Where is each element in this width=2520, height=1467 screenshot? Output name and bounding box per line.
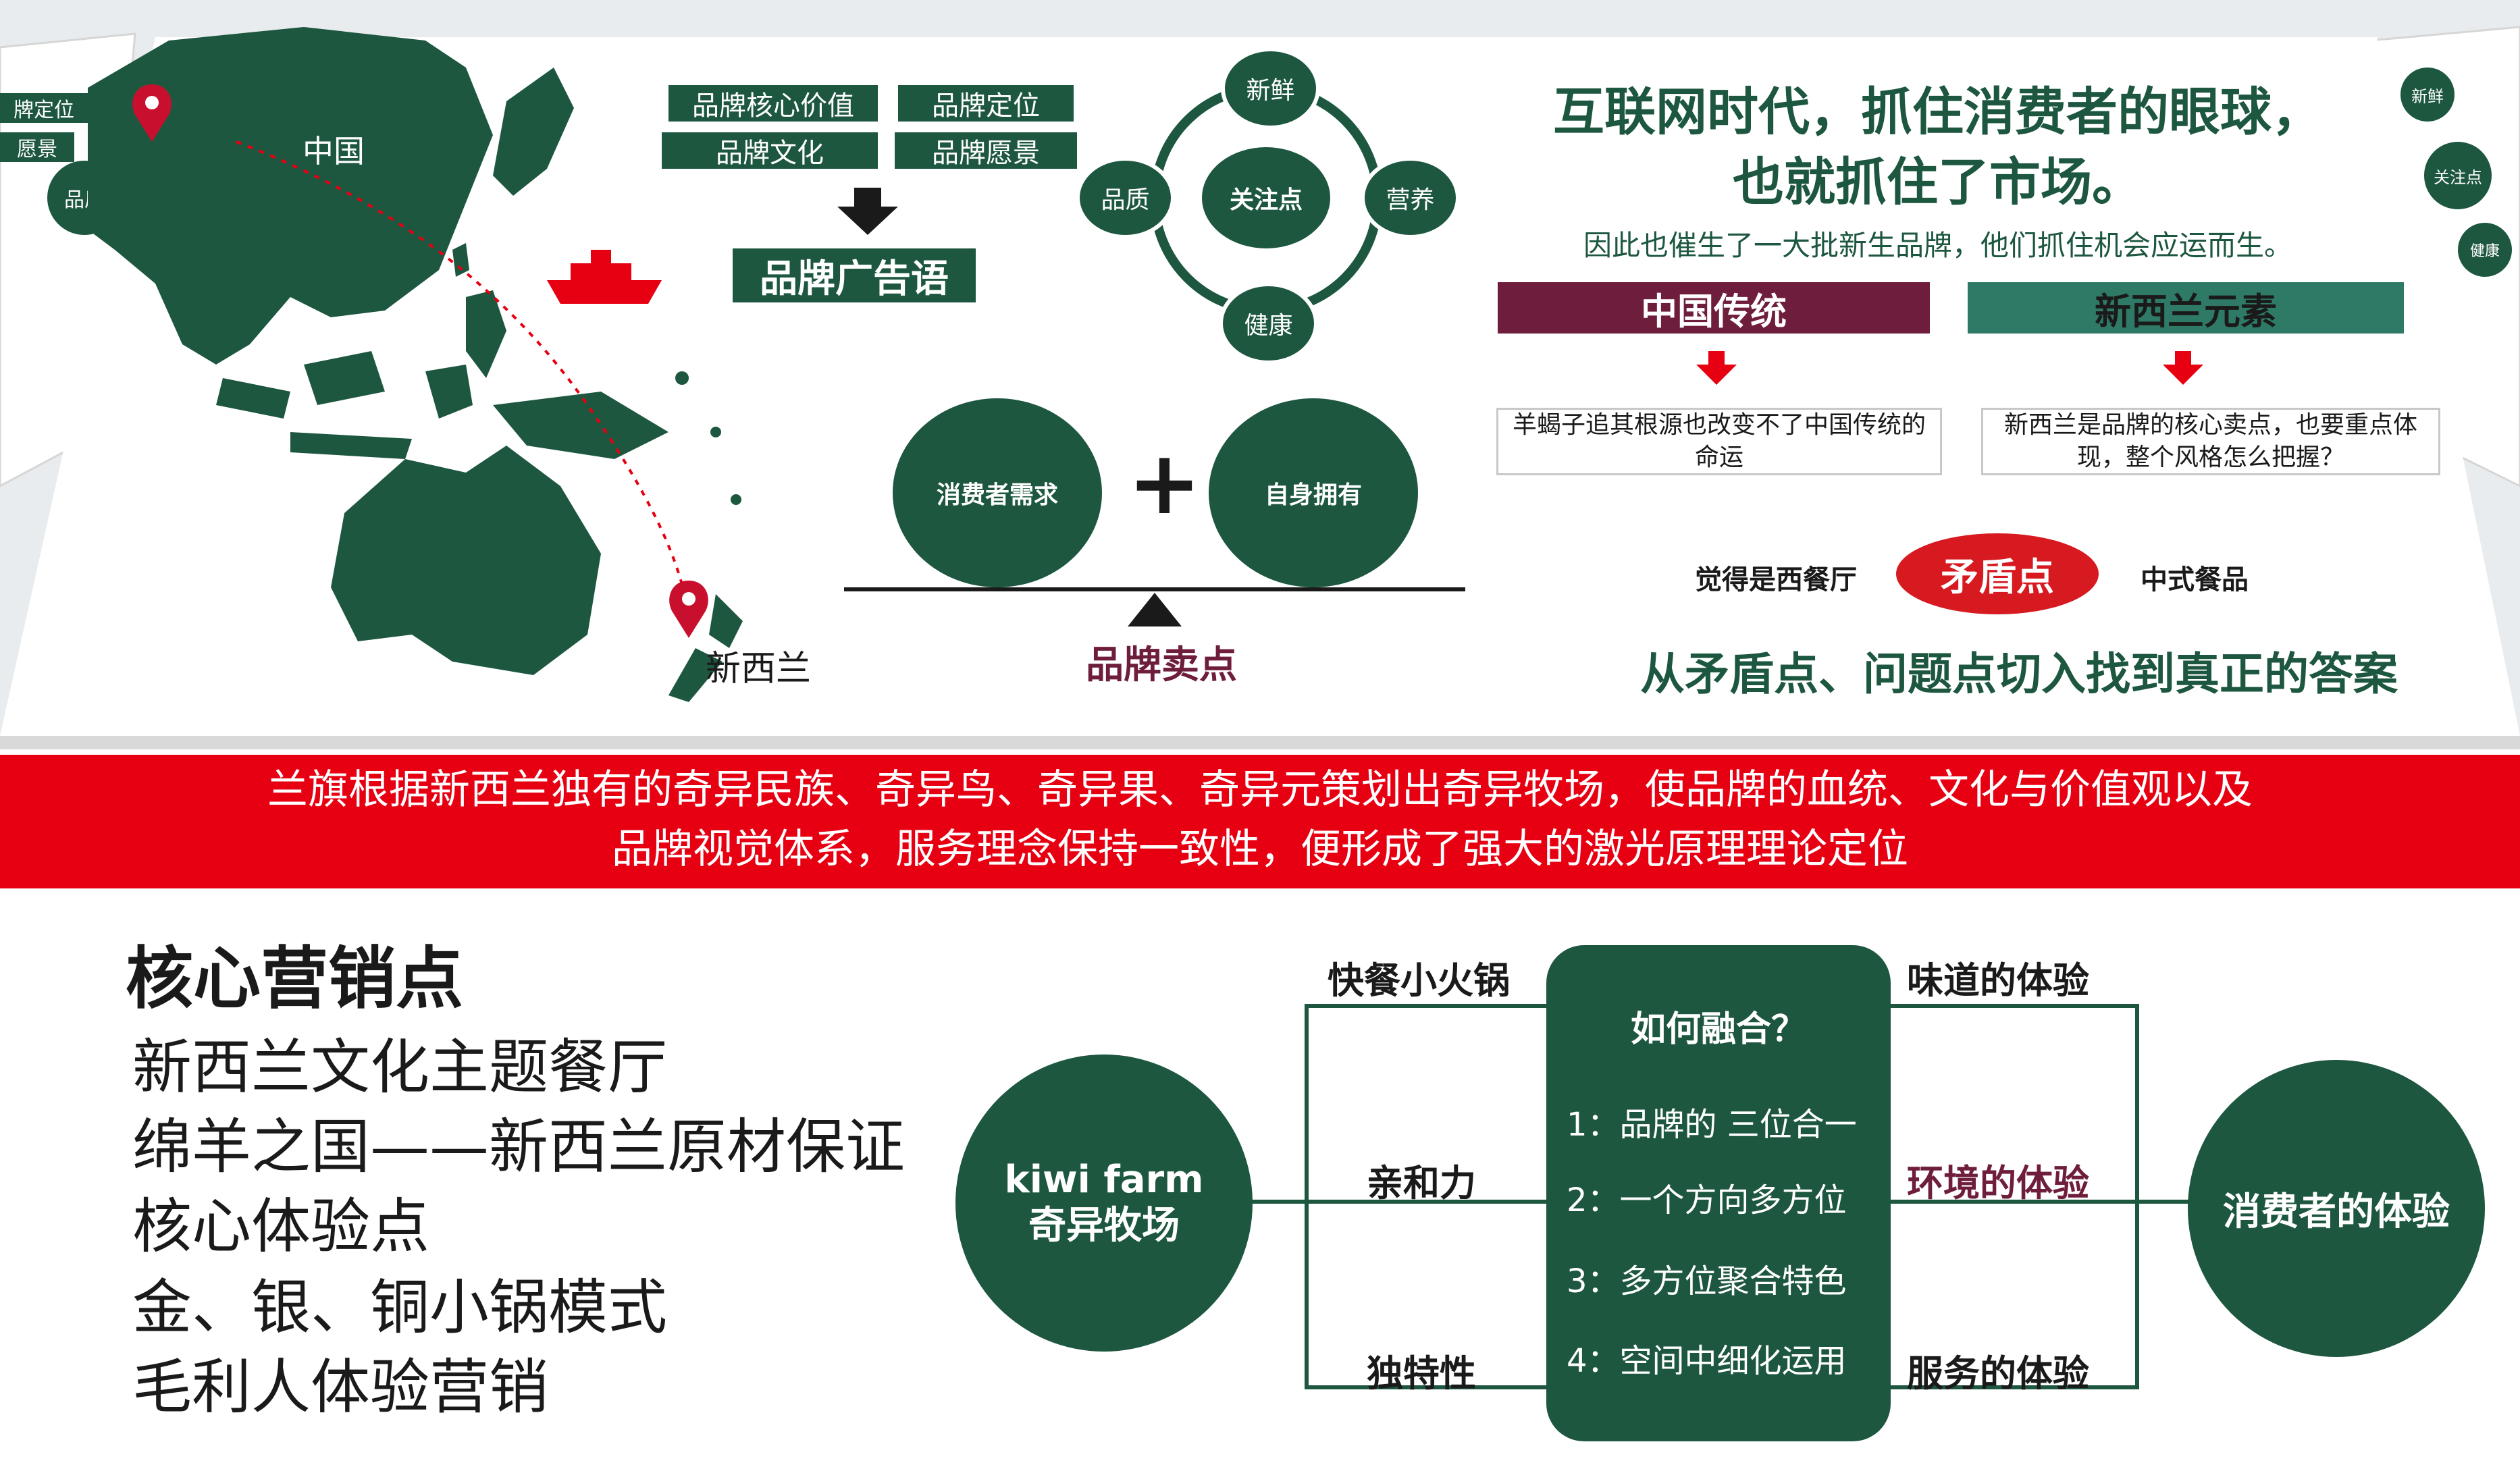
focus-center-circle: 关注点	[1202, 147, 1330, 248]
nz-pin-icon	[669, 581, 708, 638]
banner-line1: 兰旗根据新西兰独有的奇异民族、奇异鸟、奇异果、奇异元策划出奇异牧场，使品牌的血统…	[267, 766, 2253, 813]
balance-plus-sign: +	[1128, 431, 1201, 534]
fusion-item-3: 3：多方位聚合特色	[1567, 1262, 1847, 1300]
fusion-item-2: 2：一个方向多方位	[1567, 1181, 1847, 1219]
focus-right-circle: 营养	[1361, 157, 1460, 239]
side-left-label-a: 牌定位	[0, 93, 88, 123]
brand-vision-box: 品牌愿景	[895, 132, 1077, 169]
consumer-experience-circle: 消费者的体验	[2188, 1060, 2485, 1357]
focus-bottom-circle: 健康	[1219, 282, 1318, 365]
fusion-center-panel	[1546, 945, 1891, 1441]
contradiction-ellipse: 矛盾点	[1896, 533, 2099, 614]
balance-scale	[844, 587, 1465, 626]
kiwi-farm-circle: kiwi farm 奇异牧场	[955, 1055, 1253, 1352]
china-pin-icon	[132, 84, 172, 142]
china-description-box: 羊蝎子追其根源也改变不了中国传统的命运	[1496, 408, 1942, 475]
nz-description-box: 新西兰是品牌的核心卖点，也要重点体现，整个风格怎么把握？	[1981, 408, 2440, 475]
map-label-china: 中国	[303, 133, 365, 169]
core-item-2: 绵羊之国——新西兰原材保证	[132, 1112, 905, 1181]
fusion-left-bottom: 独特性	[1367, 1352, 1476, 1395]
nz-element-title: 新西兰元素	[1968, 282, 2404, 334]
focus-top-circle: 新鲜	[1221, 47, 1320, 130]
headline-line2: 也就抓住了市场。	[1733, 152, 2143, 212]
contradiction-right: 中式餐品	[2141, 564, 2249, 595]
side-right-circle-a: 新鲜	[2400, 68, 2455, 122]
brand-selling-point-label: 品牌卖点	[1086, 643, 1237, 687]
brand-core-value-box: 品牌核心价值	[668, 85, 878, 122]
china-tradition-title: 中国传统	[1498, 282, 1930, 334]
balance-left-circle: 消费者需求	[893, 398, 1102, 587]
nz-red-arrow-icon	[2163, 351, 2203, 385]
banner-line2: 品牌视觉体系，服务理念保持一致性，便形成了强大的激光原理理论定位	[612, 826, 1908, 873]
fusion-right-top: 味道的体验	[1907, 959, 2089, 1002]
side-right-circle-c: 健康	[2458, 223, 2512, 277]
fusion-center-title: 如何融合？	[1630, 1009, 1806, 1050]
fusion-item-4: 4：空间中细化运用	[1567, 1342, 1847, 1380]
side-left-label-b: 愿景	[0, 132, 74, 162]
down-arrow-icon	[837, 188, 898, 235]
slide-bottom-edge	[0, 736, 2520, 749]
contradiction-left: 觉得是西餐厅	[1695, 564, 1857, 595]
kiwi-farm-name: kiwi farm	[1004, 1158, 1204, 1202]
side-right-circle-b: 关注点	[2424, 142, 2492, 209]
slide-frame	[0, 26, 2520, 749]
china-red-arrow-icon	[1696, 351, 1737, 385]
core-item-1: 新西兰文化主题餐厅	[132, 1032, 668, 1102]
ship-icon	[547, 250, 662, 304]
fusion-item-1: 1：品牌的 三位合一	[1567, 1106, 1857, 1144]
balance-right-circle: 自身拥有	[1209, 398, 1418, 587]
core-item-5: 毛利人体验营销	[132, 1352, 549, 1422]
core-item-4: 金、银、铜小锅模式	[132, 1273, 668, 1342]
headline-line1: 互联网时代，抓住消费者的眼球，	[1553, 82, 2323, 142]
fusion-right-mid: 环境的体验	[1907, 1162, 2089, 1204]
focus-left-circle: 品质	[1076, 157, 1175, 239]
brand-slogan-box: 品牌广告语	[733, 248, 976, 302]
core-item-3: 核心体验点	[132, 1192, 430, 1261]
fusion-right-bottom: 服务的体验	[1907, 1352, 2089, 1395]
answer-statement: 从矛盾点、问题点切入找到真正的答案	[1640, 648, 2398, 700]
kiwi-farm-cn-name: 奇异牧场	[1028, 1204, 1180, 1248]
main-slide	[0, 37, 2520, 736]
headline-sub: 因此也催生了一大批新生品牌，他们抓住机会应运而生。	[1583, 229, 2292, 262]
asia-pacific-map	[88, 27, 743, 702]
red-banner	[0, 755, 2520, 888]
fusion-left-top: 快餐小火锅	[1328, 959, 1510, 1002]
core-title: 核心营销点	[126, 939, 463, 1018]
fusion-left-mid: 亲和力	[1367, 1162, 1476, 1204]
brand-positioning-box: 品牌定位	[898, 85, 1074, 122]
map-label-nz: 新西兰	[706, 649, 812, 689]
brand-culture-box: 品牌文化	[662, 132, 878, 169]
